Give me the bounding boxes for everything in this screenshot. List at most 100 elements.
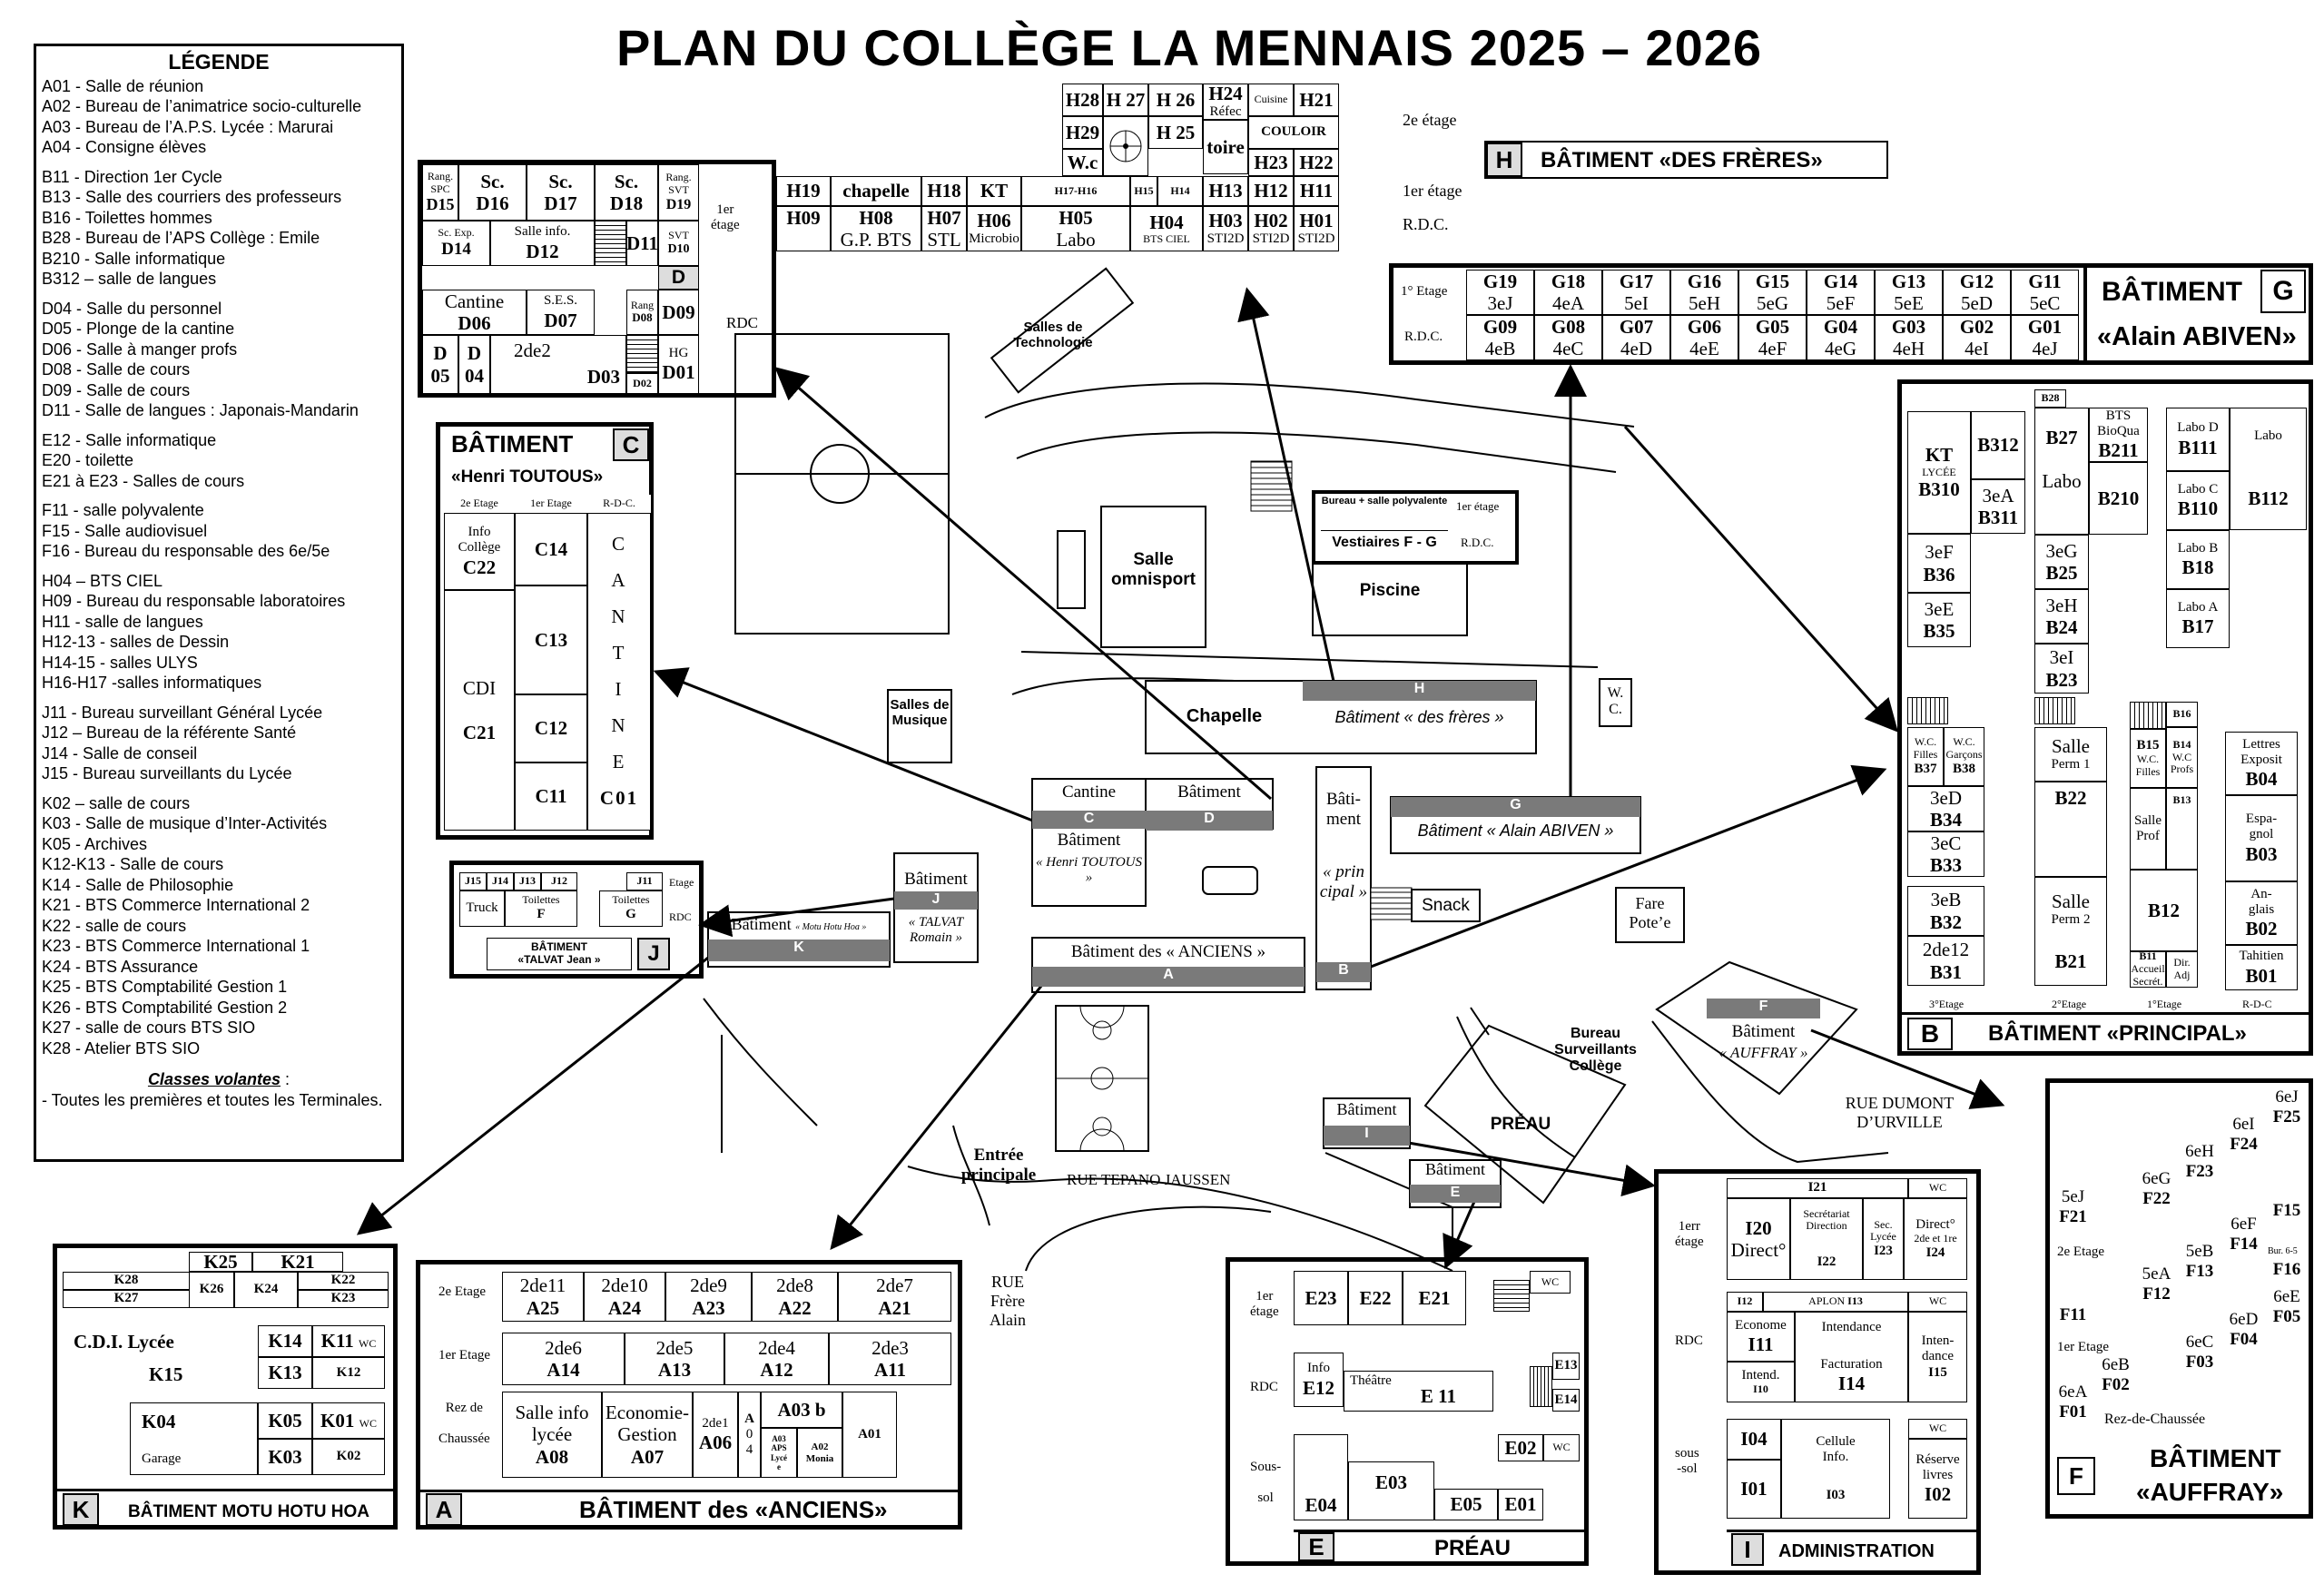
room-k03: K03: [258, 1439, 312, 1475]
label-e-top: Bâtiment: [1425, 1160, 1485, 1178]
room-k05: K05: [258, 1402, 312, 1439]
label-f-letter: F: [1707, 999, 1820, 1018]
building-h-letter: H: [1486, 143, 1522, 177]
volantes-title: Classes volantes: [147, 1070, 281, 1088]
room-h12: H12: [1248, 176, 1294, 206]
room-h17-h16: H17-H16: [1021, 176, 1130, 206]
room-e05: E05: [1434, 1489, 1498, 1520]
legend-gap: [42, 491, 396, 500]
room-c14: C14: [515, 513, 587, 585]
building-i-letter: I: [1731, 1533, 1764, 1566]
label-f-1er-etage: 1er Etage: [2057, 1340, 2110, 1354]
room-i13: APLON I13: [1763, 1292, 1908, 1312]
legend-item: E20 - toilette: [42, 451, 134, 469]
room-i-wc-3: WC: [1908, 1419, 1967, 1439]
label-i-top: Bâtiment: [1336, 1100, 1397, 1118]
label-g-rdc: R.D.C.: [1404, 330, 1443, 344]
legend-gap: [42, 694, 396, 703]
legend-item: H12-13 - salles de Dessin: [42, 633, 230, 651]
building-j-floorplan: J15 J14 J13 J12 J11 Etage Truck Toilette…: [449, 861, 704, 979]
room-f11: F11: [2059, 1305, 2087, 1324]
label-k-top: Bâtiment « Motu Hotu Hoa »: [708, 915, 890, 934]
legend-item: F11 - salle polyvalente: [42, 501, 204, 519]
legend-item: K03 - Salle de musique d’Inter-Activités: [42, 814, 328, 832]
page-title: PLAN DU COLLÈGE LA MENNAIS 2025 – 2026: [615, 19, 1762, 76]
volantes-colon: :: [281, 1070, 290, 1088]
room-k13: K13: [258, 1357, 312, 1389]
legend-item: A02 - Bureau de l’animatrice socio-cultu…: [42, 97, 362, 115]
room-i01: I01: [1727, 1460, 1781, 1519]
room-h27: H 27: [1103, 84, 1148, 116]
label-d-rdc: RDC: [726, 314, 758, 331]
room-b210: B210: [2089, 462, 2148, 535]
room-couloir: COULOIR: [1248, 116, 1339, 149]
legend-item: H16-H17 -salles informatiques: [42, 674, 262, 692]
label-j-etage: Etage: [669, 876, 694, 889]
room-b12: B12: [2130, 870, 2198, 951]
building-f-name2: «AUFFRAY»: [2136, 1478, 2284, 1506]
building-a-name: BÂTIMENT des «ANCIENS»: [579, 1496, 888, 1523]
label-vestiaires-rdc: R.D.C.: [1461, 536, 1494, 549]
building-h-title: H BÂTIMENT «DES FRÈRES»: [1484, 141, 1888, 179]
building-f-name1: BÂTIMENT: [2150, 1444, 2281, 1472]
room-h14: H14: [1157, 176, 1203, 206]
room-d17: Sc.D17: [527, 164, 595, 221]
spiral-stair-icon: [1109, 130, 1142, 162]
building-c-letter: C: [613, 428, 649, 461]
label-salles-techno: Salles de Technologie: [1013, 320, 1093, 350]
stairs-b-3: [2130, 702, 2166, 729]
legend-gap: [42, 784, 396, 793]
room-e21: E21: [1403, 1271, 1466, 1325]
legend-item: K05 - Archives: [42, 834, 148, 853]
legend-item: D11 - Salle de langues : Japonais-Mandar…: [42, 401, 359, 419]
legend-gap: [42, 158, 396, 167]
label-h-map: Bâtiment « des frères »: [1334, 708, 1504, 726]
room-c13: C13: [515, 585, 587, 694]
room-h18: H18: [921, 176, 967, 206]
room-k01: K01 WC: [312, 1402, 385, 1439]
label-entree: Entrée principale: [960, 1146, 1037, 1185]
room-b13: B13: [2166, 788, 2198, 870]
vestiaires-box: Bureau + salle polyvalente 1er étage Ves…: [1312, 490, 1519, 565]
label-b-rdc: R-D-C: [2242, 998, 2272, 1010]
stairs-d-1: [595, 221, 626, 266]
room-j11: J11: [626, 872, 663, 890]
room-d16: Sc.D16: [458, 164, 527, 221]
legend-item: B11 - Direction 1er Cycle: [42, 167, 222, 186]
